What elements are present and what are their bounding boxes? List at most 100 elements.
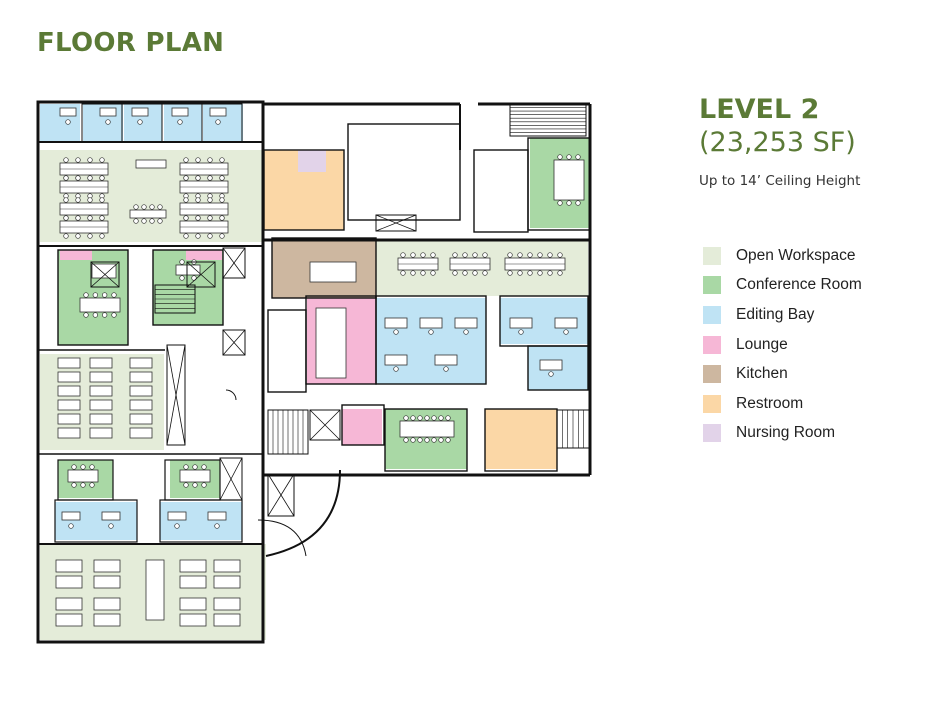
chair [518,329,524,335]
desk [434,354,458,366]
elevator-cross [222,247,246,279]
desk [93,575,121,589]
wall [309,409,341,441]
chair [63,215,69,221]
desk [554,317,578,329]
wall [473,149,529,233]
chair [417,437,423,443]
desk [129,399,153,411]
desk [207,511,227,521]
chair [89,464,95,470]
desk [419,317,443,329]
desk [179,597,207,611]
chair [410,415,416,421]
wall [509,103,587,137]
chair [102,312,108,318]
desk [179,559,207,573]
chair [400,252,406,258]
chair [68,523,74,529]
wall [152,249,224,326]
legend-label: Restroom [736,394,804,412]
legend-label: Editing Bay [736,305,815,323]
desk [129,427,153,439]
legend-item-open-workspace: Open Workspace [703,241,862,271]
chair [424,437,430,443]
elevator-cross [309,409,341,441]
chair [192,482,198,488]
desk [93,559,121,573]
lounge-zone [186,250,222,260]
chair [149,204,155,210]
desk [129,385,153,397]
desk [89,399,113,411]
chair [393,329,399,335]
legend-swatch [703,365,721,384]
desk [89,427,113,439]
desk [93,613,121,627]
chair [443,366,449,372]
page-title: FLOOR PLAN [37,28,225,58]
chair [157,218,163,224]
chair [431,415,437,421]
chair [547,270,553,276]
chair [174,523,180,529]
legend-label: Kitchen [736,365,788,383]
wall [271,237,377,299]
chair [92,292,98,298]
desk [129,357,153,369]
chair [482,270,488,276]
desk [129,371,153,383]
level-name: LEVEL 2 [699,94,820,125]
desk [509,317,533,329]
desk [55,559,83,573]
legend-swatch [703,424,721,443]
lounge-zone [60,250,92,260]
legend-label: Conference Room [736,276,862,294]
chair [403,415,409,421]
chair [195,233,201,239]
wall [375,214,417,232]
legend-item-conference-room: Conference Room [703,271,862,301]
wall [159,499,243,543]
desk [61,511,81,521]
chair [566,200,572,206]
chair [393,366,399,372]
chair [557,270,563,276]
chair [557,200,563,206]
legend-label: Nursing Room [736,424,836,442]
desk [145,559,165,621]
desk [539,359,563,371]
chair [472,252,478,258]
chair [410,437,416,443]
editing-bay-zone [160,502,242,540]
chair [430,270,436,276]
curved-wall [265,469,341,557]
chair [87,197,93,203]
lounge-zone [342,409,382,445]
chair [410,270,416,276]
chair [400,270,406,276]
chair [108,523,114,529]
chair [438,437,444,443]
chair [424,415,430,421]
desk [135,159,167,169]
chair [141,204,147,210]
desk [57,399,81,411]
zones-layer [40,104,590,640]
chair [527,252,533,258]
chair [201,482,207,488]
chair [537,270,543,276]
chair [183,157,189,163]
editing-bay-zone [55,502,137,540]
chair [431,437,437,443]
level-area: (23,253 SF) [699,127,856,158]
chair [472,270,478,276]
desk [101,511,121,521]
chair [201,464,207,470]
wall [222,329,246,356]
desk [59,107,77,117]
desk [175,264,201,276]
nursing-room-zone [298,150,326,172]
door-swing [257,519,307,557]
wall [186,261,216,288]
